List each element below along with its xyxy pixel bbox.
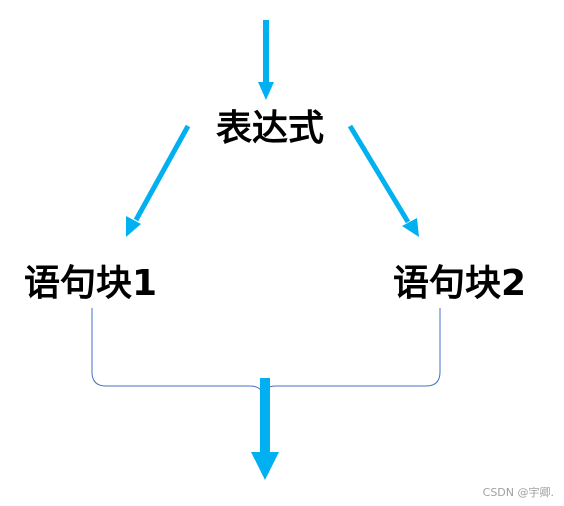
arrow-to-block1: [126, 124, 191, 237]
arrow-out-of-merge: [251, 378, 279, 480]
arrow-to-block2: [347, 124, 419, 237]
block1-label: 语句块1: [24, 263, 157, 304]
arrow-into-expression: [258, 20, 274, 100]
watermark-text: CSDN @宇卿.: [483, 486, 554, 499]
expression-label: 表达式: [216, 108, 324, 149]
block2-label: 语句块2: [393, 263, 526, 304]
